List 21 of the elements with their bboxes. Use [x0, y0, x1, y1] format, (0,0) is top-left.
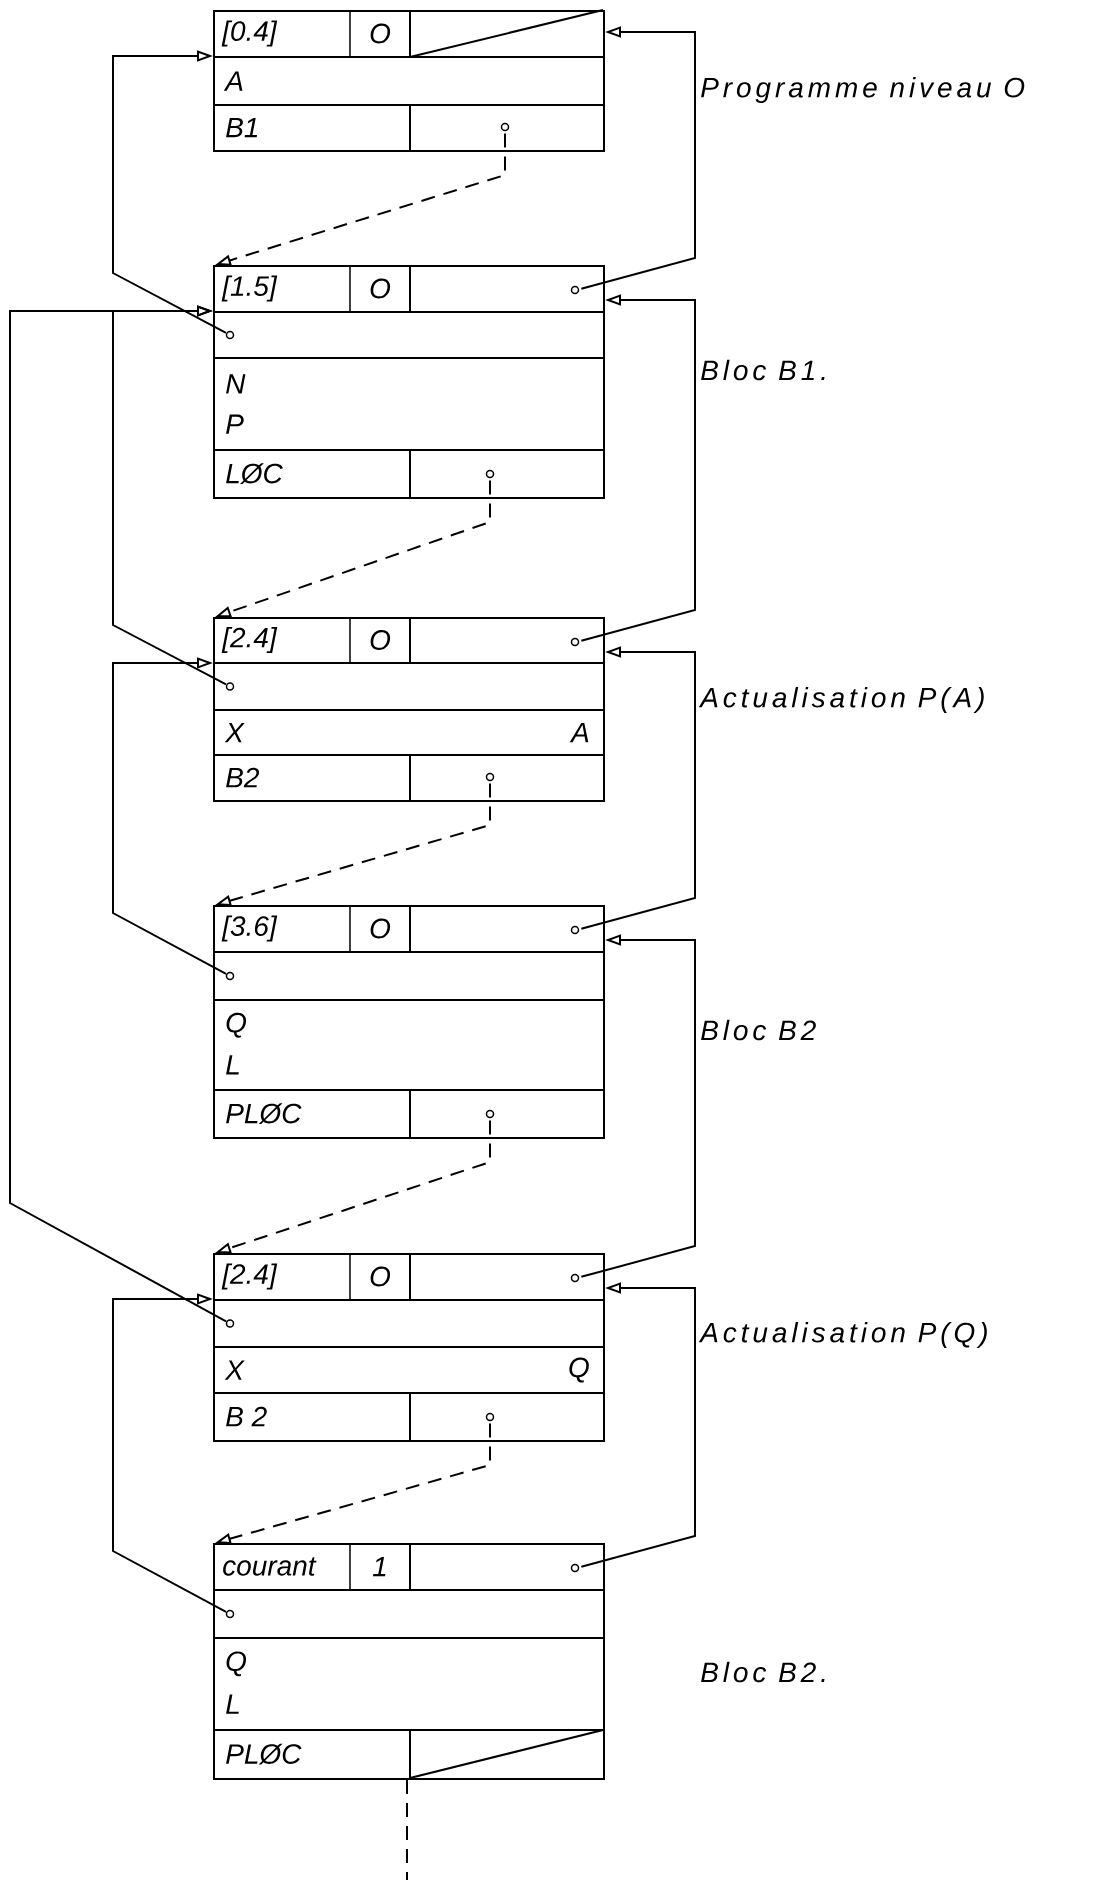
stack-frame: [1.5] O N P LØC — [212, 264, 605, 499]
arrow — [580, 294, 696, 642]
frame-label: Bloc B2. — [701, 1661, 825, 1683]
stack-frame: [2.4] O X Q B 2 — [212, 1252, 605, 1442]
frame-label: Bloc B2 — [701, 1019, 816, 1041]
arrow — [9, 305, 228, 1323]
arrow — [580, 646, 696, 930]
stack-frame: [3.6] O Q L PLØC — [212, 904, 605, 1139]
frame-label: Actualisation P(Q) — [698, 1322, 987, 1349]
arrow — [112, 1293, 228, 1613]
arrow — [112, 50, 227, 334]
frame-label: Programme niveau O — [701, 77, 1025, 104]
arrow — [580, 1282, 696, 1568]
stack-frame: [2.4] O X A B2 — [212, 616, 605, 802]
arrow — [112, 657, 228, 975]
stack-frame: courant 1 Q L PLØC — [212, 1542, 605, 1780]
frame-label: Actualisation P(A) — [698, 687, 984, 714]
stack-frame: [0.4] O A B1 — [212, 9, 605, 152]
arrow — [580, 934, 696, 1278]
frame-label: Bloc B1. — [701, 359, 825, 381]
arrow — [580, 26, 696, 290]
